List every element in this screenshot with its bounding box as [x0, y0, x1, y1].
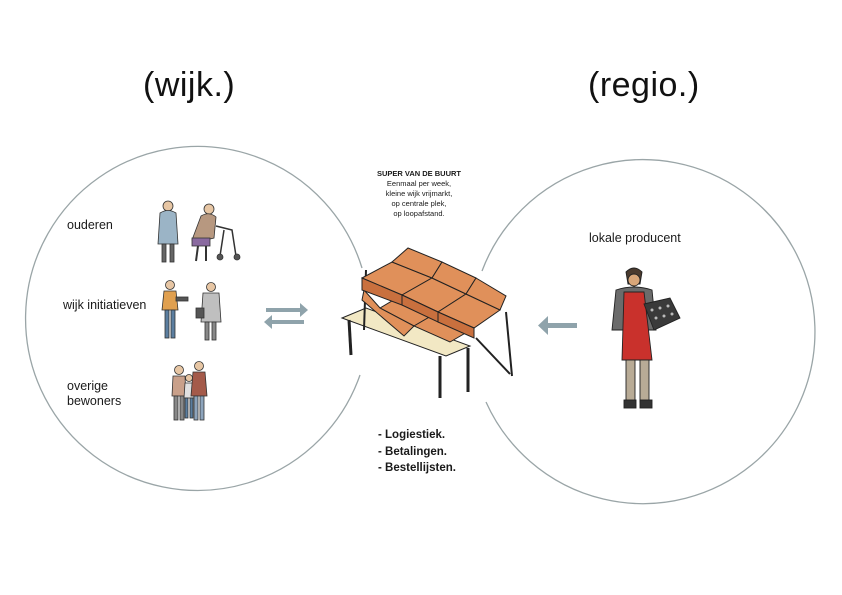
ouderen-label: ouderen: [67, 218, 113, 232]
initiative-people-icon: [161, 280, 222, 341]
supply-arrow-icon: [538, 316, 577, 335]
stall-line: op loopafstand.: [393, 209, 445, 218]
stall-title: SUPER VAN DE BUURT: [376, 169, 462, 178]
regio-circle: [481, 159, 816, 505]
elderly-people-icon: [157, 200, 241, 263]
market-stall-icon: [340, 247, 513, 398]
wijk-initiatieven-label: wijk initiatieven: [63, 298, 147, 312]
stall-line: Eenmaal per week,: [386, 179, 452, 188]
stall-line: kleine wijk vrijmarkt,: [385, 189, 453, 198]
service-item: - Bestellijsten.: [378, 462, 456, 474]
stall-description: Eenmaal per week, kleine wijk vrijmarkt,…: [360, 179, 478, 219]
services-list: - Logiestiek. - Betalingen. - Bestellijs…: [378, 427, 456, 477]
producer-icon: [611, 267, 681, 409]
stall-line: op centrale plek,: [391, 199, 447, 208]
overige-line: overige: [67, 379, 108, 393]
family-people-icon: [171, 361, 208, 421]
wijk-title: (wijk.): [143, 66, 236, 104]
wijk-circle: [24, 145, 363, 492]
lokale-producent-label: lokale producent: [589, 231, 681, 245]
service-item: - Logiestiek.: [378, 429, 446, 441]
exchange-arrows-icon: [264, 303, 308, 329]
bewoners-line: bewoners: [67, 394, 122, 408]
overige-bewoners-label: overige bewoners: [67, 379, 121, 409]
regio-title: (regio.): [588, 66, 700, 104]
service-item: - Betalingen.: [378, 445, 448, 458]
